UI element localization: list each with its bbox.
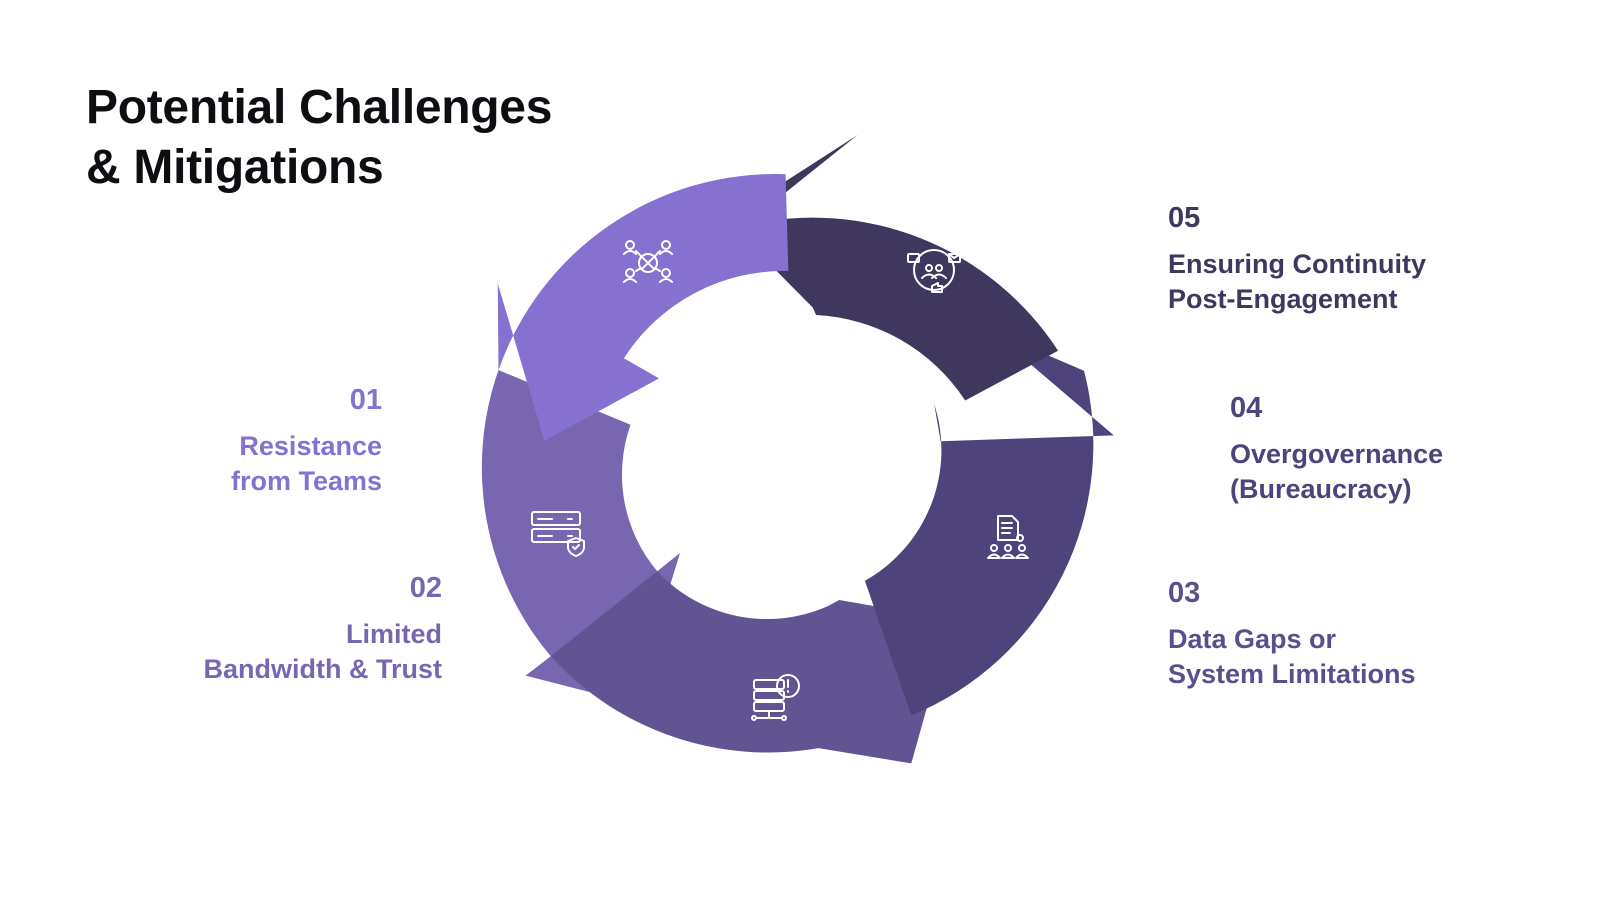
step-01-number: 01	[349, 384, 382, 416]
server-shield-icon	[531, 511, 585, 557]
team-communication-icon	[907, 249, 961, 293]
page-title: Potential Challenges & Mitigations	[86, 78, 552, 198]
step-05-label: 05 Ensuring Continuity Post-Engagement	[1168, 200, 1508, 317]
step-01-label: 01 Resistance from Teams	[42, 382, 382, 499]
cycle-arrow-05	[725, 135, 1059, 401]
server-alert-icon	[751, 674, 800, 721]
cycle-arrow-04	[864, 331, 1114, 716]
step-03-label: 03 Data Gaps or System Limitations	[1168, 575, 1508, 692]
team-network-blocked-icon	[623, 240, 673, 283]
step-02-title: Limited Bandwidth & Trust	[203, 619, 443, 684]
cycle-arrow-01	[497, 174, 789, 441]
step-05-number: 05	[1168, 202, 1201, 234]
document-team-icon	[987, 515, 1029, 559]
step-04-number: 04	[1230, 392, 1263, 424]
step-03-title: Data Gaps or System Limitations	[1168, 624, 1416, 689]
cycle-arrow-03	[550, 571, 952, 764]
step-04-title: Overgovernance (Bureaucracy)	[1230, 439, 1444, 504]
title-line-2: & Mitigations	[86, 141, 384, 194]
step-02-number: 02	[409, 572, 442, 604]
step-04-label: 04 Overgovernance (Bureaucracy)	[1230, 390, 1570, 507]
step-03-number: 03	[1168, 577, 1201, 609]
step-02-label: 02 Limited Bandwidth & Trust	[102, 570, 443, 687]
step-05-title: Ensuring Continuity Post-Engagement	[1168, 249, 1426, 314]
title-line-1: Potential Challenges	[86, 81, 553, 134]
step-01-title: Resistance from Teams	[230, 431, 382, 496]
